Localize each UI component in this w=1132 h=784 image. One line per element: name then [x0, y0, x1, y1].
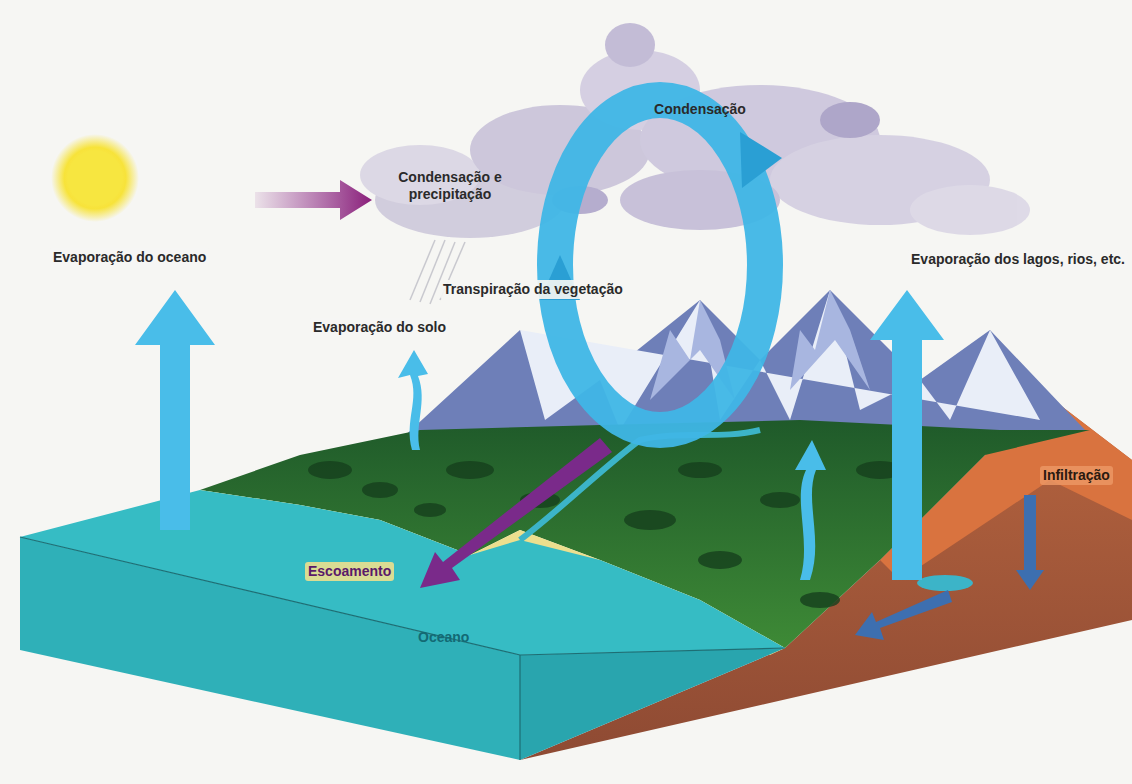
groundwater-arrow: [855, 590, 952, 640]
infiltration-arrow: [1016, 495, 1044, 590]
cycle-label: Evaporação do solo: [310, 318, 449, 337]
cycle-label: Evaporação do oceano: [50, 248, 209, 267]
cycle-label: Oceano: [415, 628, 472, 647]
runoff-arrow: [420, 438, 612, 588]
condensation-cycle: [540, 100, 782, 430]
evaporation-arrow: [135, 290, 215, 530]
evaporation-arrow: [398, 350, 428, 450]
cycle-label: Infiltração: [1040, 466, 1113, 485]
evaporation-arrow: [870, 290, 944, 580]
cycle-label: Condensação e precipitação: [382, 168, 518, 204]
sun: [51, 134, 139, 222]
lake: [917, 575, 973, 591]
cycle-label: Evaporação dos lagos, rios, etc.: [908, 250, 1128, 269]
transpiration-arrow: [795, 440, 826, 580]
ocean-side: [520, 648, 785, 760]
cycle-label: Transpiração da vegetação: [440, 280, 626, 299]
cycle-label: Condensação: [651, 100, 749, 119]
wind-arrow: [255, 180, 372, 220]
cycle-label: Escoamento: [305, 562, 394, 581]
